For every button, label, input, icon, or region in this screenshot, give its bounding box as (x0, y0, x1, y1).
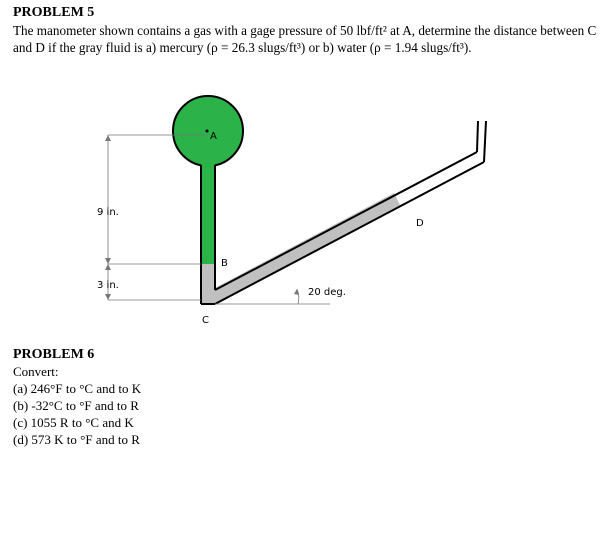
problem-5-title: PROBLEM 5 (13, 5, 95, 20)
label-c: C (202, 315, 209, 326)
label-20-deg: 20 deg. (308, 287, 346, 298)
label-d: D (416, 218, 424, 229)
tube-walls (200, 120, 487, 305)
label-b: B (221, 258, 228, 269)
problem-6-item-d: (d) 573 K to °F and to R (13, 432, 140, 447)
problem-6-item-a: (a) 246°F to °C and to K (13, 381, 142, 396)
dimension-arrowheads (105, 135, 299, 300)
label-3-in: 3 in. (97, 280, 119, 291)
fluid-inclined-tube (201, 193, 400, 304)
dimension-lines (107, 134, 330, 305)
gas-column (201, 164, 215, 264)
problem-6-convert: Convert: (13, 364, 59, 379)
problem-6-list: (a) 246°F to °C and to K (b) -32°C to °F… (13, 380, 141, 448)
point-a-marker (205, 129, 209, 133)
problem-5-statement: The manometer shown contains a gas with … (13, 23, 597, 55)
label-a: A (210, 131, 217, 142)
label-9-in: 9 in. (97, 207, 119, 218)
problem-6-item-b: (b) -32°C to °F and to R (13, 398, 139, 413)
problem-6-item-c: (c) 1055 R to °C and K (13, 415, 134, 430)
problem-6-title: PROBLEM 6 (13, 347, 95, 362)
